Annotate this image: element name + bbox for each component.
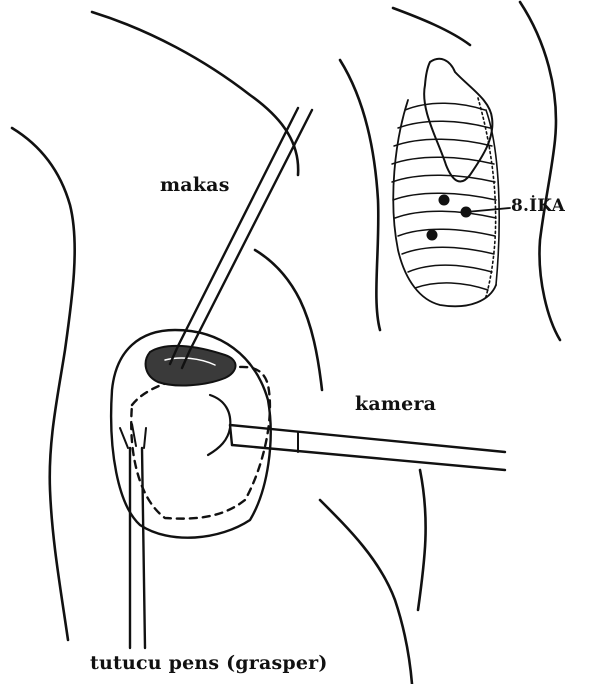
scissors-instrument [170,108,312,368]
scapula [424,59,492,182]
scissors-label: makas [160,174,230,196]
right-shoulder-contour [393,8,470,45]
port-leader-line [466,208,510,212]
camera-tip [230,425,232,445]
port-site-3 [427,230,438,241]
excised-tissue [146,346,236,386]
organ-fold [208,395,230,455]
arm-upper-contour [92,12,298,175]
dashed-resection-line [131,367,270,519]
grasper-label: tutucu pens (grasper) [90,652,328,674]
grasper-shaft [130,448,145,648]
lower-body-contour [320,500,412,684]
body-outline [12,2,560,684]
right-back-contour [520,2,560,340]
ribcage-outline-right [486,110,499,285]
flank-contour [418,470,426,610]
grasper-instrument [120,424,146,648]
port-sites [427,195,472,241]
axilla-contour [255,250,322,390]
surgical-field [111,330,271,538]
scissors-shaft [178,108,312,350]
ribcage-inset [392,59,510,307]
grasper-jaws [120,424,146,448]
port-label: 8.İKA [511,196,565,216]
port-site-1 [439,195,450,206]
chest-contour [340,60,380,330]
camera-label: kamera [355,393,436,415]
left-body-contour [12,128,75,640]
